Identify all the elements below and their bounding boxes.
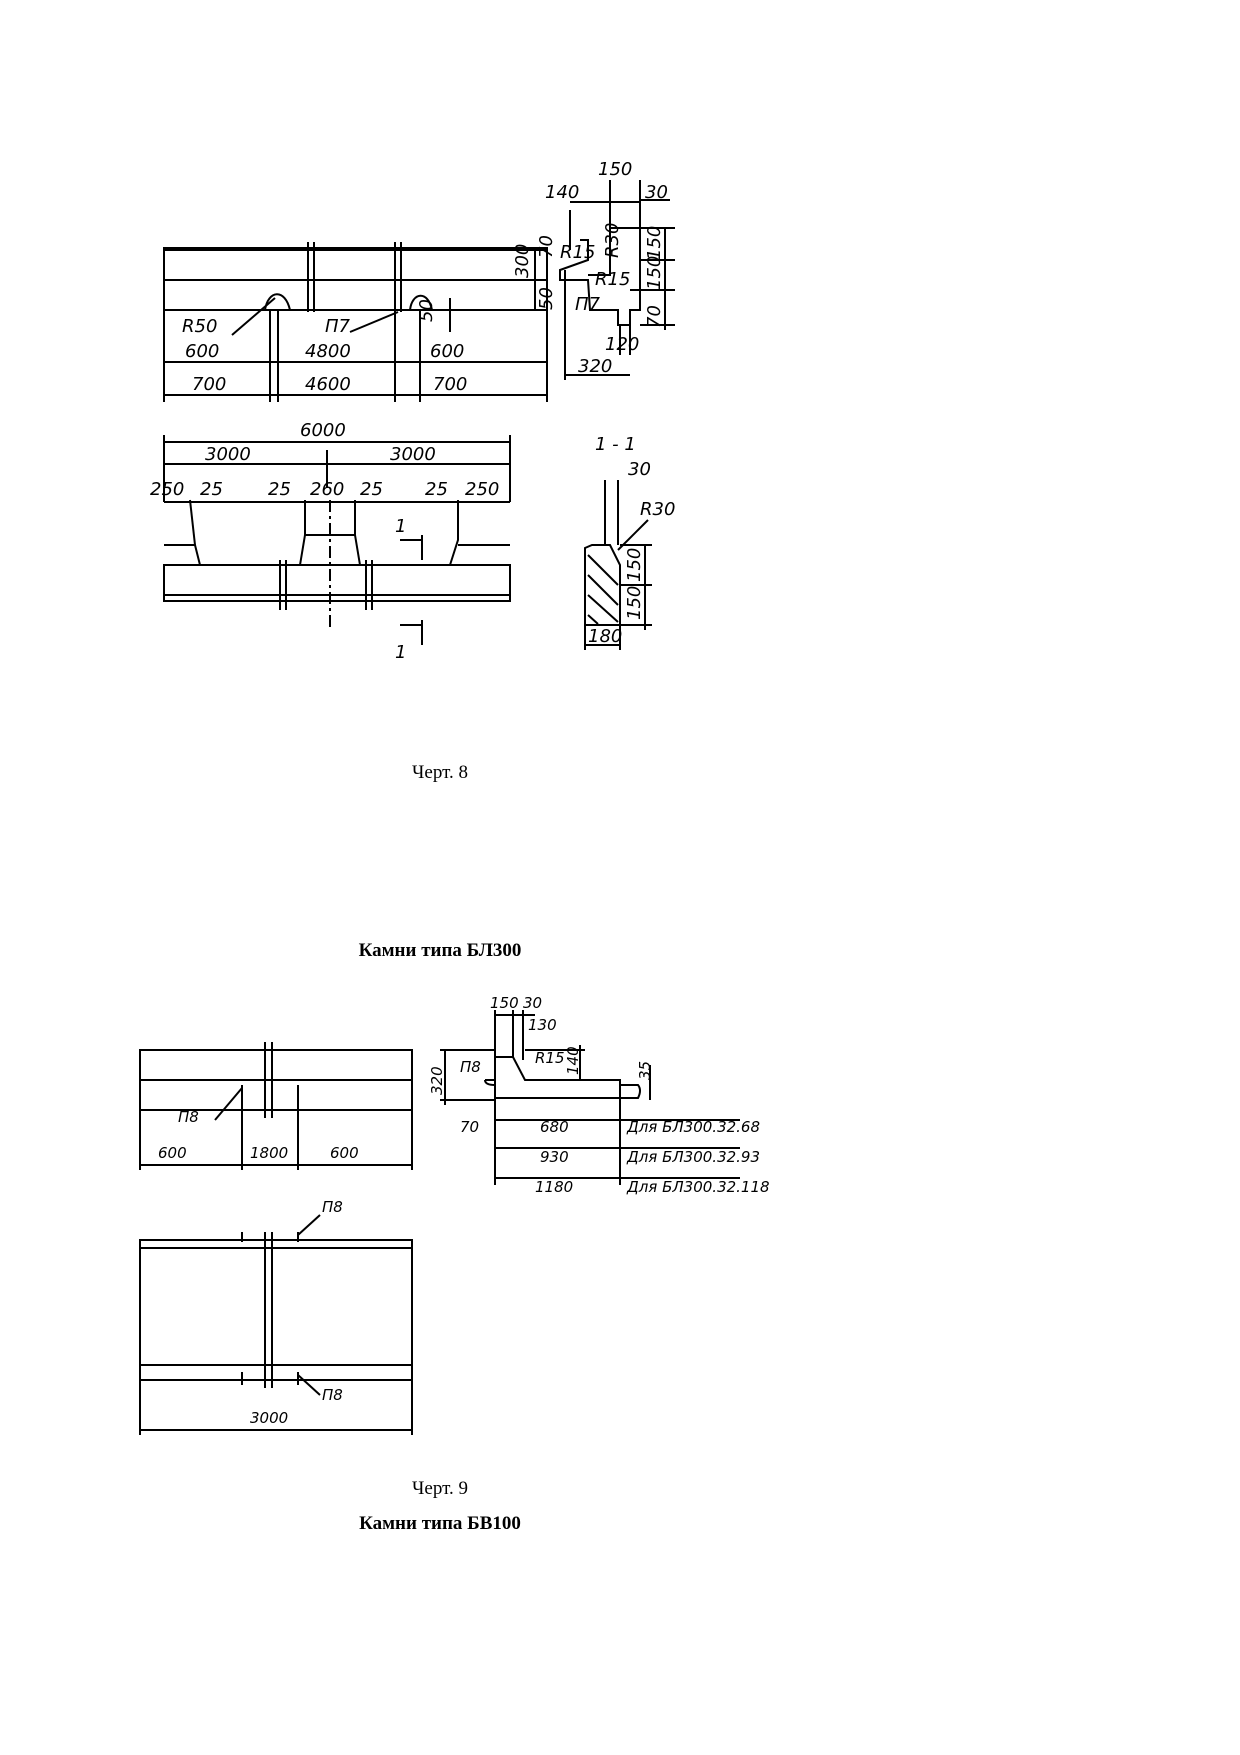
- f8-section-mark-top: 1: [395, 516, 406, 537]
- f8-r50-label: R50: [182, 316, 217, 337]
- f8-300-label: 300: [512, 244, 533, 278]
- figure-8-caption: Черт. 8: [412, 762, 468, 783]
- f8-25b-label: 25: [268, 479, 291, 500]
- f8-profile-120-label: 120: [605, 334, 639, 355]
- f9-table-row-2-label: Для БЛ300.32.93: [626, 1148, 760, 1166]
- f8-profile-v150b-label: 150: [644, 256, 665, 290]
- f8-profile-p7-label: П7: [575, 294, 601, 315]
- f8-25a-label: 25: [200, 479, 223, 500]
- f8-3000a-label: 3000: [205, 444, 251, 465]
- f9-bottom-p8a-label: П8: [322, 1198, 343, 1216]
- f9-profile-35-label: 35: [636, 1061, 654, 1080]
- f8-profile-320-label: 320: [578, 356, 612, 377]
- figure-9-drawing: П8 600 1800 600 150 30 130 R15 140 320 П…: [130, 980, 770, 1460]
- f8-profile-r30-label: R30: [602, 223, 623, 258]
- f8-25c-label: 25: [360, 479, 383, 500]
- figure-8-svg: R50 П7 50 300 600 4800 600 700 4600 700 …: [150, 159, 675, 663]
- f8-250a-label: 250: [150, 479, 184, 500]
- f9-profile-p8-label: П8: [460, 1058, 481, 1076]
- f8-profile-v150a-label: 150: [644, 226, 665, 260]
- f8-4800-label: 4800: [305, 341, 351, 362]
- f9-profile-140-label: 140: [564, 1046, 582, 1075]
- f8-250b-label: 250: [465, 479, 499, 500]
- heading-bv100: Камни типа БВ100: [359, 1513, 521, 1534]
- f9-table-row-1-label: Для БЛ300.32.68: [626, 1118, 760, 1136]
- f8-section-title: 1 - 1: [595, 434, 636, 455]
- f9-bottom-p8b-label: П8: [322, 1386, 343, 1404]
- f8-front-body: [163, 564, 511, 602]
- f8-p7-label: П7: [325, 316, 351, 337]
- f8-50-label: 50: [416, 299, 437, 322]
- f8-profile-140-label: 140: [545, 182, 579, 203]
- f9-profile-70-label: 70: [460, 1118, 479, 1136]
- f8-3000b-label: 3000: [390, 444, 436, 465]
- f9-bottom-body: [139, 1239, 413, 1381]
- f9-p8-label: П8: [178, 1108, 199, 1126]
- figure-9-svg: П8 600 1800 600 150 30 130 R15 140 320 П…: [139, 994, 770, 1435]
- f8-700b-label: 700: [433, 374, 467, 395]
- f8-6000-label: 6000: [300, 420, 346, 441]
- f8-260-label: 260: [310, 479, 344, 500]
- f9-table-row-3-length: 1180: [535, 1178, 573, 1196]
- f8-profile-r15a-label: R15: [560, 242, 595, 263]
- f9-table-row-1-length: 680: [540, 1118, 569, 1136]
- f8-4600-label: 4600: [305, 374, 351, 395]
- f8-600a-label: 600: [185, 341, 219, 362]
- f8-600b-label: 600: [430, 341, 464, 362]
- f8-profile-v70-label: 70: [644, 305, 665, 328]
- f8-section-v150b-label: 150: [624, 586, 645, 620]
- f9-profile-r15-label: R15: [535, 1049, 565, 1067]
- f8-profile-r15b-label: R15: [595, 269, 630, 290]
- figure-8-drawing: R50 П7 50 300 600 4800 600 700 4600 700 …: [140, 150, 780, 750]
- f8-profile-50-label: 50: [536, 287, 557, 310]
- figure-9-caption: Черт. 9: [412, 1478, 468, 1499]
- f9-600b-label: 600: [330, 1144, 359, 1162]
- heading-bl300: Камни типа БЛ300: [358, 940, 522, 961]
- f8-profile-30-label: 30: [645, 182, 668, 203]
- f9-profile-130-label: 130: [528, 1016, 557, 1034]
- f9-profile-30-label: 30: [523, 994, 542, 1012]
- f9-1800-label: 1800: [250, 1144, 288, 1162]
- f8-25d-label: 25: [425, 479, 448, 500]
- f9-600a-label: 600: [158, 1144, 187, 1162]
- f9-profile-150-label: 150: [490, 994, 519, 1012]
- f8-profile-shape: [559, 227, 641, 326]
- f9-bottom-3000-label: 3000: [250, 1409, 288, 1427]
- f9-table-row-3-label: Для БЛ300.32.118: [626, 1178, 770, 1196]
- f8-section-mark-bottom: 1: [395, 642, 406, 663]
- f8-section-30-label: 30: [628, 459, 651, 480]
- f8-profile-150-label: 150: [598, 159, 632, 180]
- f8-section-180-label: 180: [588, 626, 622, 647]
- f8-700a-label: 700: [192, 374, 226, 395]
- f9-table-row-2-length: 930: [540, 1148, 569, 1166]
- f9-profile-320-label: 320: [428, 1066, 446, 1095]
- f8-section-r30-label: R30: [640, 499, 675, 520]
- f8-section-v150a-label: 150: [624, 548, 645, 582]
- f8-profile-70-label: 70: [536, 235, 557, 258]
